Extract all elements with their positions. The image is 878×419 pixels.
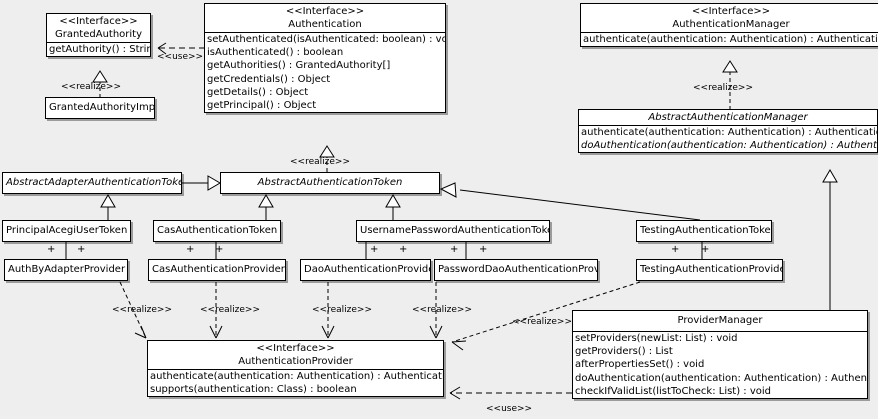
- class-name-abstract-authentication-token: AbstractAuthenticationToken: [257, 177, 403, 188]
- members-compartment-provider-manager: setProviders(newList: List) : void getPr…: [573, 331, 867, 398]
- members-compartment-granted-authority: getAuthority() : String: [47, 42, 150, 56]
- class-header-abstract-authentication-manager: AbstractAuthenticationManager: [579, 110, 877, 125]
- member-checkifvalidlist: checkIfValidList(listToCheck: List) : vo…: [575, 385, 772, 397]
- assoc-plus-6: +: [399, 244, 408, 255]
- edge-label-realize-dao: <<realize>>: [312, 305, 372, 315]
- member-authenticate: authenticate(authentication: Authenticat…: [150, 371, 444, 382]
- class-box-authentication-manager[interactable]: <<Interface>> AuthenticationManager auth…: [580, 3, 878, 48]
- class-name-provider-manager: ProviderManager: [677, 315, 763, 326]
- members-compartment-abstract-authentication-manager: authenticate(authentication: Authenticat…: [579, 125, 877, 152]
- edge-label-realize-authenticationmanager: <<realize>>: [693, 83, 753, 93]
- member-getprincipal: getPrincipal() : Object: [207, 100, 317, 112]
- class-name-label: Authentication: [288, 19, 362, 30]
- class-name-cas-authentication-provider: CasAuthenticationProvider: [152, 264, 285, 275]
- class-name-label: AuthenticationManager: [672, 19, 790, 30]
- members-compartment-authentication-provider: authenticate(authentication: Authenticat…: [148, 369, 443, 396]
- class-name-testing-authentication-token: TestingAuthenticationToken: [640, 225, 772, 236]
- class-box-principal-acegi-user-token[interactable]: PrincipalAcegiUserToken: [2, 220, 131, 242]
- stereotype-label: <<Interface>>: [256, 343, 335, 354]
- class-header-granted-authority: <<Interface>> GrantedAuthority: [47, 14, 150, 42]
- edge-providermanager-use-authenticationprovider: [449, 386, 572, 400]
- class-name-abstract-adapter-authentication-token: AbstractAdapterAuthenticationToken: [6, 177, 182, 188]
- class-name-auth-by-adapter-provider: AuthByAdapterProvider: [8, 264, 126, 275]
- edge-label-realize-cas: <<realize>>: [200, 305, 260, 315]
- edge-abstractadaptertoken-generalization-abstracttoken: [182, 175, 221, 191]
- assoc-plus-5: +: [370, 244, 379, 255]
- member-setproviders: setProviders(newList: List) : void: [575, 333, 738, 344]
- class-name-granted-authority-impl: GrantedAuthorityImpl: [49, 102, 155, 113]
- class-box-abstract-authentication-manager[interactable]: AbstractAuthenticationManager authentica…: [578, 109, 878, 154]
- edge-label-realize-authentication: <<realize>>: [290, 157, 350, 167]
- class-box-username-password-authentication-token[interactable]: UsernamePasswordAuthenticationToken: [356, 220, 550, 242]
- member-getdetails: getDetails() : Object: [207, 86, 309, 98]
- edge-label-realize-authbyadapter: <<realize>>: [112, 305, 172, 315]
- class-box-auth-by-adapter-provider[interactable]: AuthByAdapterProvider: [4, 259, 128, 281]
- member-doauthentication: doAuthentication(authentication: Authent…: [575, 372, 868, 384]
- member-getauthority: getAuthority() : String: [49, 44, 151, 55]
- members-compartment-authentication: setAuthenticated(isAuthenticated: boolea…: [205, 32, 445, 112]
- class-box-authentication[interactable]: <<Interface>> Authentication setAuthenti…: [204, 3, 446, 114]
- class-box-abstract-adapter-authentication-token[interactable]: AbstractAdapterAuthenticationToken: [2, 172, 182, 194]
- class-box-provider-manager[interactable]: ProviderManager setProviders(newList: Li…: [572, 310, 868, 400]
- class-name-label: AuthenticationProvider: [238, 356, 353, 367]
- assoc-plus-2: +: [77, 244, 86, 255]
- stereotype-label: <<Interface>>: [59, 16, 138, 27]
- class-box-dao-authentication-provider[interactable]: DaoAuthenticationProvider: [300, 259, 431, 281]
- member-getcredentials: getCredentials() : Object: [207, 73, 331, 85]
- edge-casauthenticationtoken-generalization-abstracttoken: [258, 194, 274, 220]
- member-afterpropertiesset: afterPropertiesSet() : void: [575, 359, 705, 371]
- class-name-username-password-authentication-token: UsernamePasswordAuthenticationToken: [360, 225, 550, 236]
- edge-usernamepasswordtoken-generalization-abstracttoken: [385, 194, 401, 220]
- class-header-authentication-manager: <<Interface>> AuthenticationManager: [581, 4, 878, 32]
- class-box-granted-authority[interactable]: <<Interface>> GrantedAuthority getAuthor…: [46, 13, 151, 58]
- member-doauthentication: doAuthentication(authentication: Authent…: [581, 140, 878, 152]
- member-getproviders: getProviders() : List: [575, 346, 673, 358]
- member-setauthenticated: setAuthenticated(isAuthenticated: boolea…: [207, 34, 446, 45]
- class-name-principal-acegi-user-token: PrincipalAcegiUserToken: [6, 225, 128, 236]
- class-name-password-dao-authentication-provider: PasswordDaoAuthenticationProvider: [438, 264, 597, 275]
- class-box-cas-authentication-provider[interactable]: CasAuthenticationProvider: [148, 259, 286, 281]
- class-name-testing-authentication-provider: TestingAuthenticationProvider: [640, 264, 783, 275]
- members-compartment-authentication-manager: authenticate(authentication: Authenticat…: [581, 32, 878, 46]
- edge-label-use-top: <<use>>: [157, 52, 204, 62]
- member-authenticate: authenticate(authentication: Authenticat…: [581, 127, 878, 138]
- class-name-dao-authentication-provider: DaoAuthenticationProvider: [304, 264, 431, 275]
- class-box-abstract-authentication-token[interactable]: AbstractAuthenticationToken: [220, 172, 440, 194]
- class-header-authentication-provider: <<Interface>> AuthenticationProvider: [148, 341, 443, 369]
- class-box-granted-authority-impl[interactable]: GrantedAuthorityImpl: [45, 97, 155, 119]
- assoc-plus-1: +: [47, 244, 56, 255]
- class-name-cas-authentication-token: CasAuthenticationToken: [157, 225, 278, 236]
- stereotype-label: <<Interface>>: [285, 6, 365, 17]
- class-name-label: GrantedAuthority: [54, 29, 143, 40]
- edge-label-realize-grantedauthority: <<realize>>: [61, 82, 121, 92]
- stereotype-label: <<Interface>>: [691, 6, 771, 17]
- edge-principalacegiusertoken-generalization-abstractadaptertoken: [100, 194, 116, 220]
- assoc-plus-4: +: [215, 244, 224, 255]
- class-box-testing-authentication-provider[interactable]: TestingAuthenticationProvider: [636, 259, 783, 281]
- edge-label-use-bottom: <<use>>: [486, 404, 533, 414]
- member-authenticate: authenticate(authentication: Authenticat…: [583, 34, 878, 45]
- member-isauthenticated: isAuthenticated() : boolean: [207, 47, 344, 59]
- edge-label-realize-passworddao: <<realize>>: [412, 305, 472, 315]
- assoc-plus-9: +: [671, 244, 680, 255]
- edge-providermanager-generalization-abstractauthenticationmanager: [822, 169, 838, 310]
- member-supports: supports(authentication: Class) : boolea…: [150, 384, 357, 396]
- edge-testingauthenticationtoken-generalization-abstracttoken: [439, 182, 701, 221]
- class-box-cas-authentication-token[interactable]: CasAuthenticationToken: [153, 220, 281, 242]
- class-name-label: AbstractAuthenticationManager: [648, 112, 808, 123]
- assoc-plus-7: +: [450, 244, 459, 255]
- class-box-authentication-provider[interactable]: <<Interface>> AuthenticationProvider aut…: [147, 340, 444, 398]
- assoc-plus-3: +: [186, 244, 195, 255]
- class-box-testing-authentication-token[interactable]: TestingAuthenticationToken: [636, 220, 772, 242]
- assoc-plus-10: +: [701, 244, 710, 255]
- member-getauthorities: getAuthorities() : GrantedAuthority[]: [207, 60, 391, 72]
- class-box-password-dao-authentication-provider[interactable]: PasswordDaoAuthenticationProvider: [434, 259, 598, 281]
- assoc-plus-8: +: [479, 244, 488, 255]
- class-header-authentication: <<Interface>> Authentication: [205, 4, 445, 32]
- edge-label-realize-testing: <<realize>>: [512, 317, 572, 327]
